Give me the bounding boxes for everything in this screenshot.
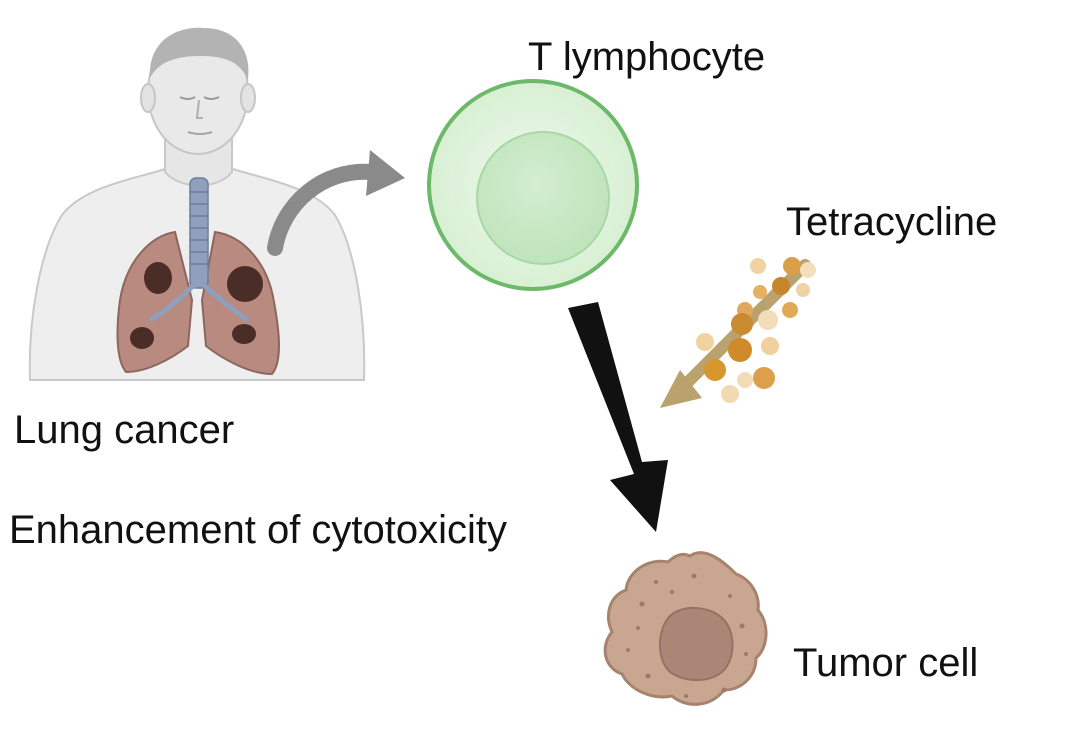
tetracycline-label: Tetracycline bbox=[786, 200, 998, 244]
drug-particles-icon bbox=[660, 257, 816, 408]
cytotoxicity-arrow-icon bbox=[568, 302, 668, 532]
lung-cancer-label: Lung cancer bbox=[14, 408, 235, 452]
t-lymphocyte-label: T lymphocyte bbox=[528, 35, 766, 79]
enhancement-label: Enhancement of cytotoxicity bbox=[9, 508, 508, 552]
lungs-icon bbox=[116, 177, 280, 376]
tumor-cell-label: Tumor cell bbox=[793, 641, 979, 685]
t-lymphocyte-cell-icon bbox=[427, 79, 639, 291]
tumor-cell-icon bbox=[603, 551, 768, 706]
curved-arrow-icon bbox=[267, 150, 405, 256]
